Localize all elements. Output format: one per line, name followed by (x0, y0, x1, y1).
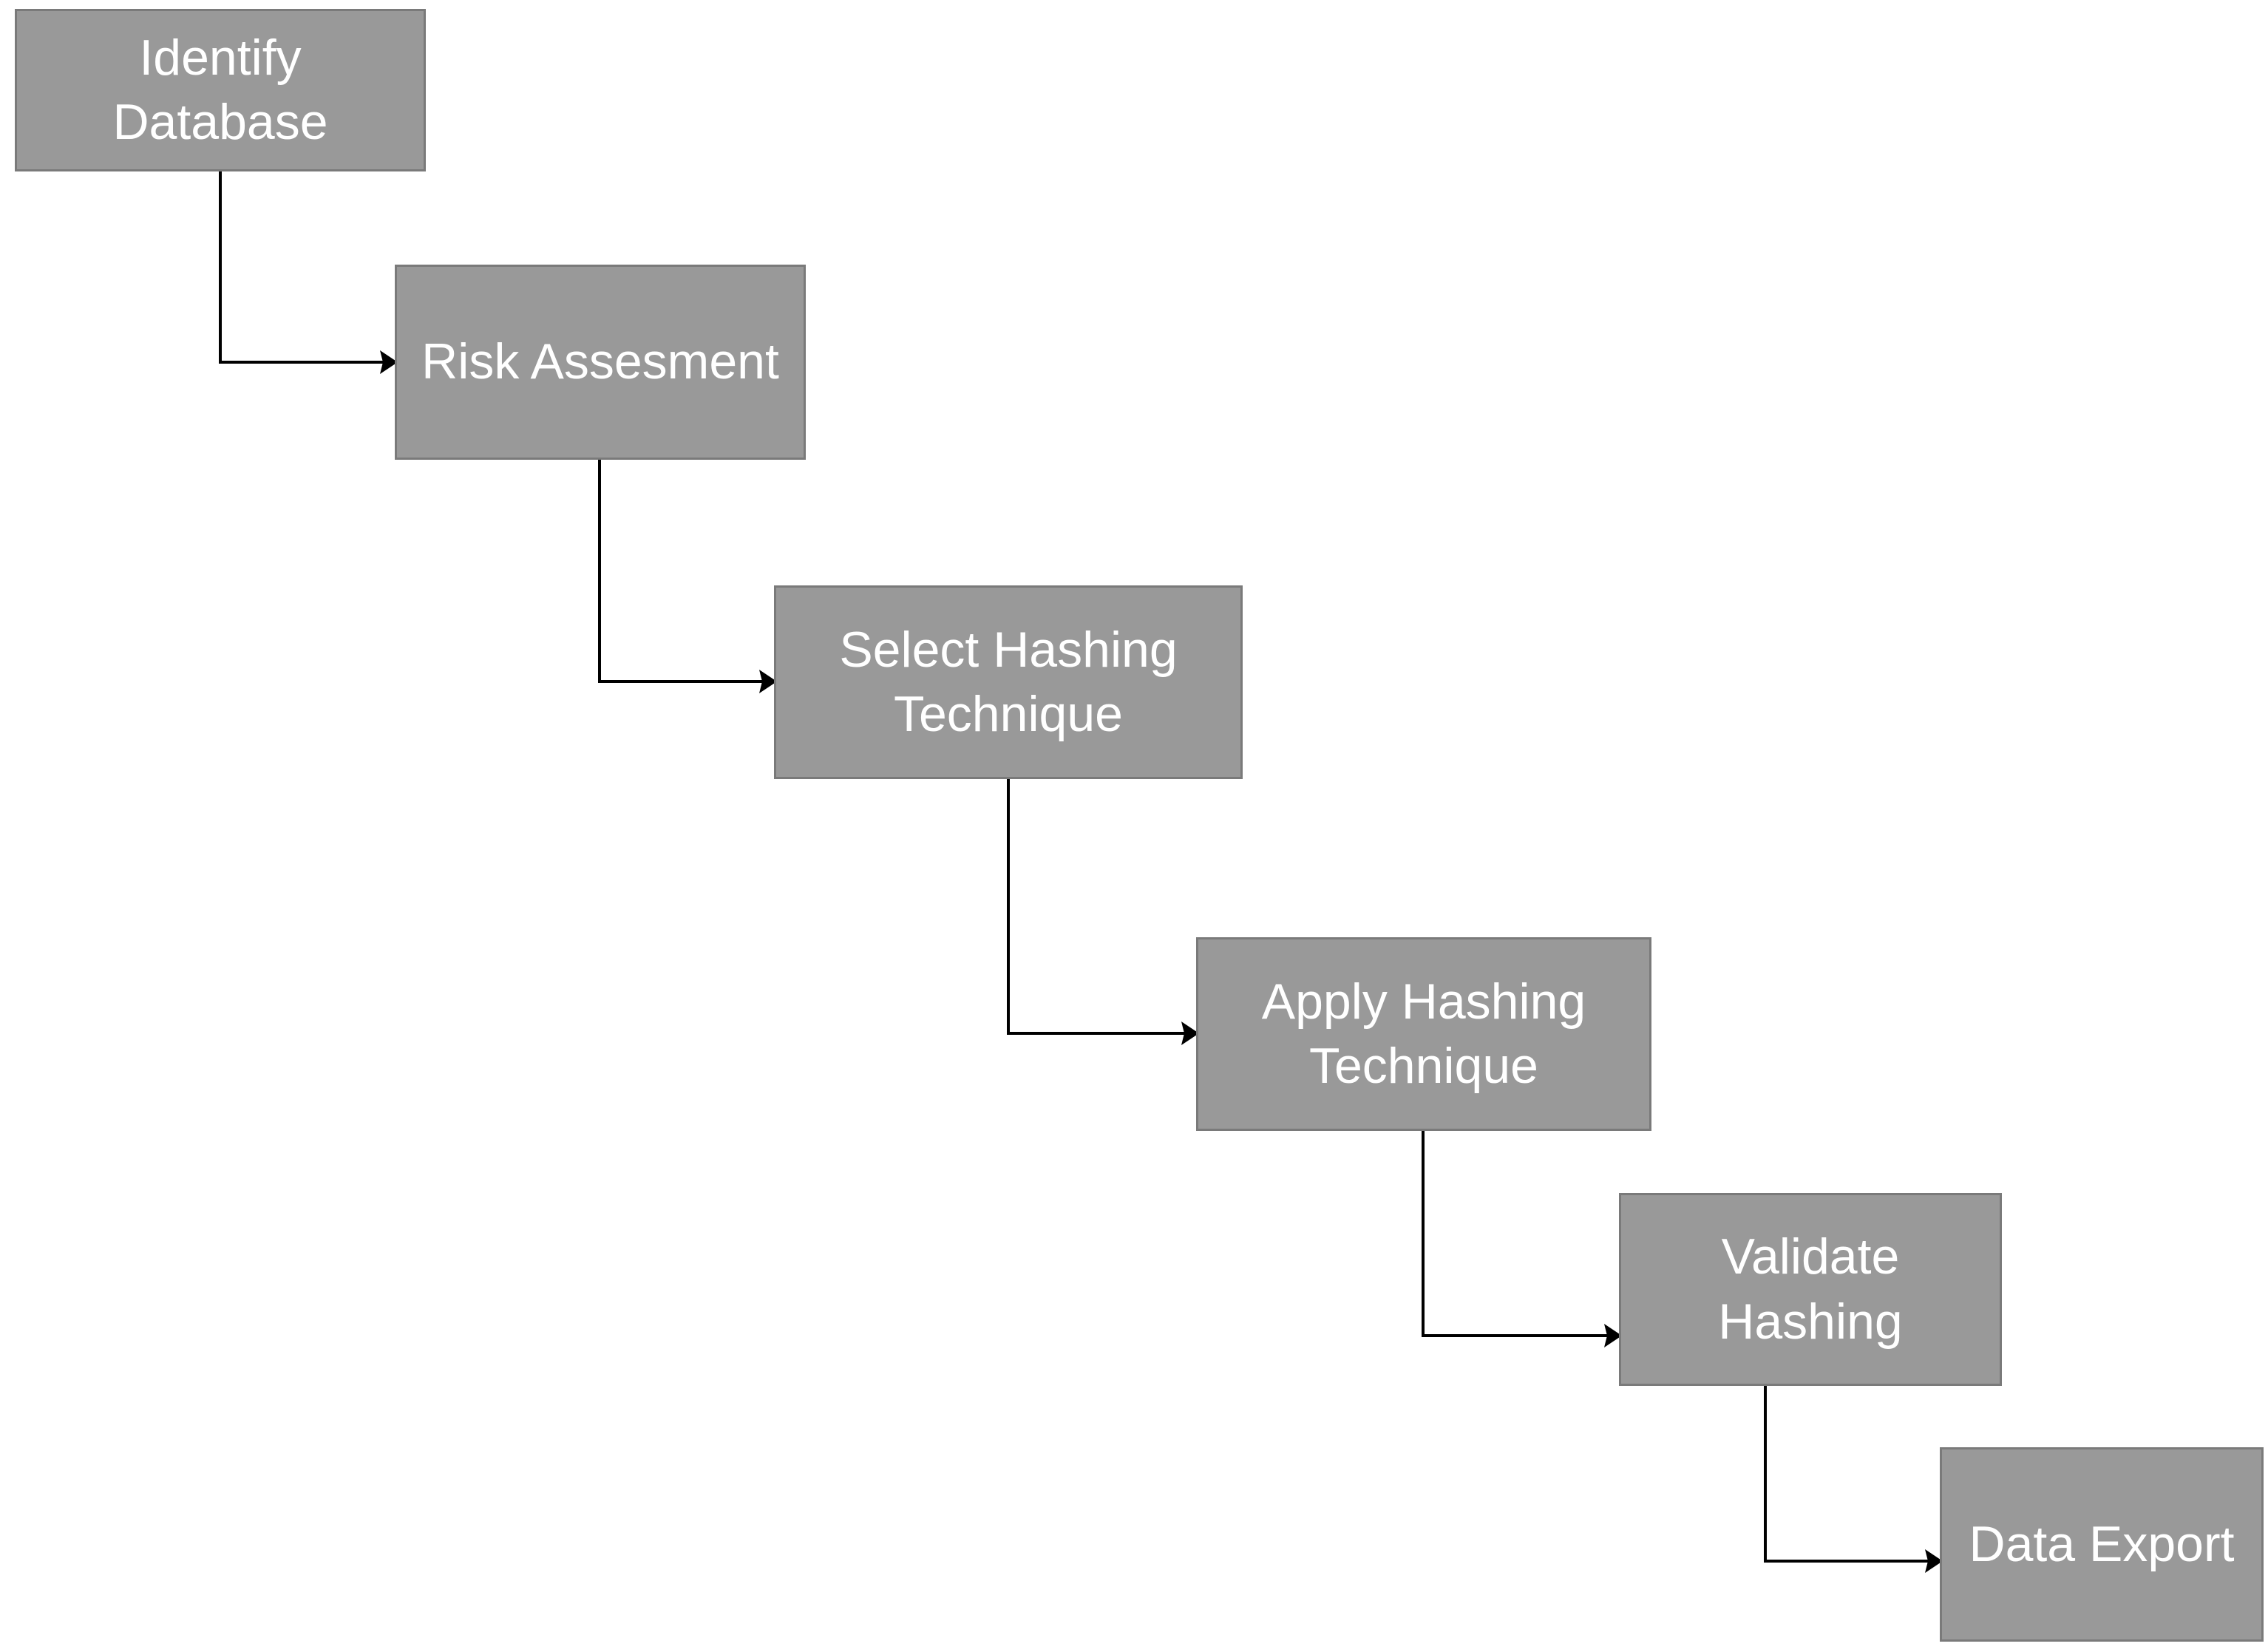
step-risk-assesment: Risk Assesment (395, 265, 806, 460)
connector-identify-to-risk (219, 171, 398, 374)
connector-line (1422, 1131, 1607, 1337)
arrowhead-icon (1604, 1324, 1622, 1347)
step-validate-hashing: Validate Hashing (1619, 1193, 2002, 1386)
step-data-export: Data Export (1940, 1447, 2264, 1642)
step-label: Data Export (1969, 1515, 2235, 1572)
step-label: Risk Assesment (421, 333, 779, 390)
arrowhead-icon (1925, 1549, 1943, 1573)
connector-apply-to-validate (1422, 1131, 1622, 1347)
step-identify-database: Identify Database (15, 9, 426, 171)
step-label: Validate Hashing (1718, 1228, 1903, 1350)
step-select-hashing-technique: Select Hashing Technique (774, 585, 1243, 779)
step-label: Select Hashing Technique (839, 621, 1178, 742)
connector-validate-to-export (1764, 1386, 1943, 1573)
connector-line (1007, 779, 1184, 1035)
step-apply-hashing-technique: Apply Hashing Technique (1196, 937, 1651, 1131)
connector-risk-to-select (598, 460, 777, 693)
step-label: Identify Database (112, 29, 328, 150)
arrowhead-icon (759, 670, 777, 693)
connector-select-to-apply (1007, 779, 1199, 1045)
connector-line (219, 171, 383, 364)
step-label: Apply Hashing Technique (1261, 973, 1586, 1094)
arrowhead-icon (380, 350, 398, 374)
connector-line (598, 460, 762, 683)
arrowhead-icon (1181, 1022, 1199, 1045)
connector-line (1764, 1386, 1928, 1563)
